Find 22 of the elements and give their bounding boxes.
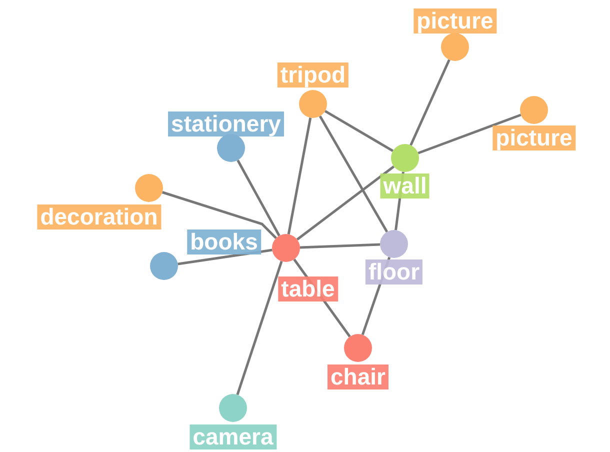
connector-line <box>410 59 450 146</box>
node-label: chair <box>328 364 388 390</box>
node-label: stationery <box>168 112 284 136</box>
node-label: decoration <box>37 204 161 230</box>
connector-line <box>178 248 272 266</box>
connector-line <box>418 114 522 154</box>
connector-line <box>236 260 283 396</box>
node-label: table <box>278 276 338 302</box>
node-label: books <box>187 230 261 254</box>
node-label: wall <box>380 174 430 198</box>
connector-line <box>296 165 395 241</box>
connector-line <box>318 116 388 232</box>
connector-line <box>162 191 277 239</box>
node-label: camera <box>190 424 276 450</box>
node-label: picture <box>414 8 496 34</box>
connector-line <box>324 110 394 152</box>
node-label: picture <box>492 126 576 150</box>
connector-line <box>287 118 312 234</box>
connector-line <box>236 160 280 236</box>
connector-line <box>300 243 380 249</box>
node-label: tripod <box>277 62 349 88</box>
node-label: floor <box>365 260 423 284</box>
